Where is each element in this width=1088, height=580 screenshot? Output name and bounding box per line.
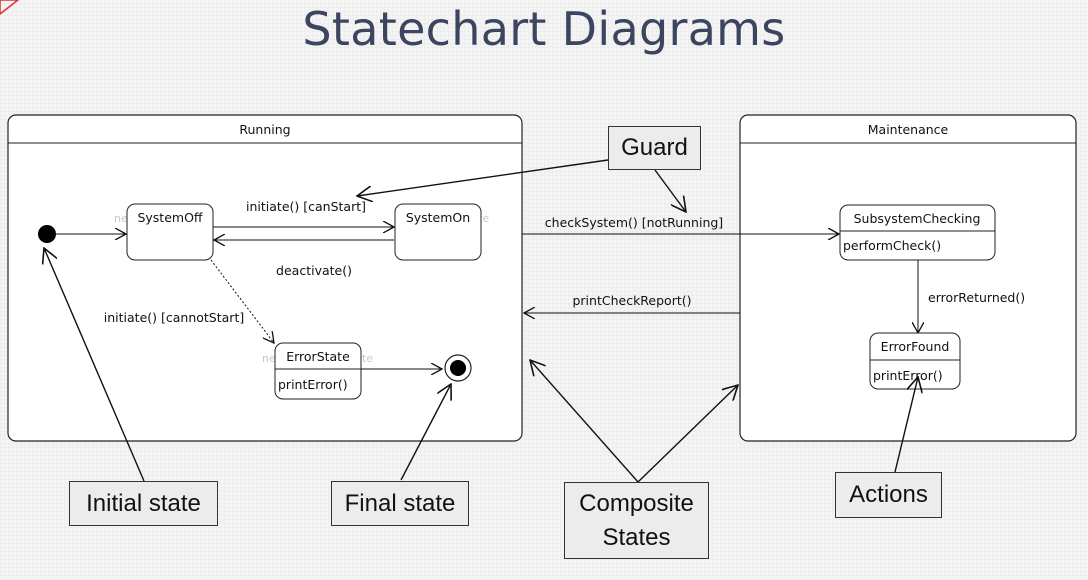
guard-pointer-arrow [357,159,609,196]
state-action: performCheck() [843,238,941,253]
state-system-on: SystemOn [394,203,482,261]
slide-corner-mark [0,0,20,15]
state-label: SystemOff [137,210,202,225]
composite-state-running: Running [7,114,523,442]
callout-actions: Actions [835,472,942,518]
state-label: ErrorFound [881,339,950,354]
callout-guard: Guard [608,126,701,170]
ghost-text: ne [114,212,128,225]
actions-pointer-arrow [894,377,918,473]
transition-label: checkSystem() [notRunning] [545,215,723,230]
initial-state-pointer-arrow [44,248,145,482]
state-action: printError() [873,368,943,383]
ghost-text: ne [262,352,276,365]
state-action: printError() [278,377,348,392]
callout-initial-state: Initial state [69,481,218,526]
composite-label-running: Running [239,122,290,137]
state-error-found: ErrorFound printError() [869,332,961,390]
callout-composite-states: Composite States [564,482,709,559]
slide-title: Statechart Diagrams [302,2,786,56]
final-state-pointer-arrow [400,384,451,481]
transition-label: deactivate() [276,263,352,278]
guard-pointer-arrow [654,169,686,212]
transition-label: initiate() [cannotStart] [104,310,244,325]
state-label: SystemOn [406,210,470,225]
ghost-text: te [478,212,489,225]
state-system-off: SystemOff [126,203,214,261]
transition-label: printCheckReport() [572,293,691,308]
state-label: SubsystemChecking [854,211,981,226]
ghost-text: te [362,352,373,365]
transition-label: initiate() [canStart] [246,199,366,214]
initial-state-node [38,225,56,243]
composite-state-maintenance: Maintenance [739,114,1077,442]
transition-label: errorReturned() [928,290,1025,305]
composite-states-pointer-arrow [637,385,738,483]
composite-label-maintenance: Maintenance [868,122,949,137]
state-subsystem-checking: SubsystemChecking performCheck() [839,204,996,261]
callout-final-state: Final state [331,481,469,526]
state-error-state: ErrorState printError() [274,342,362,400]
composite-states-pointer-arrow [530,360,639,483]
final-state-node [444,354,472,382]
transition-initiate-cannot-start [210,259,274,343]
state-label: ErrorState [286,349,350,364]
